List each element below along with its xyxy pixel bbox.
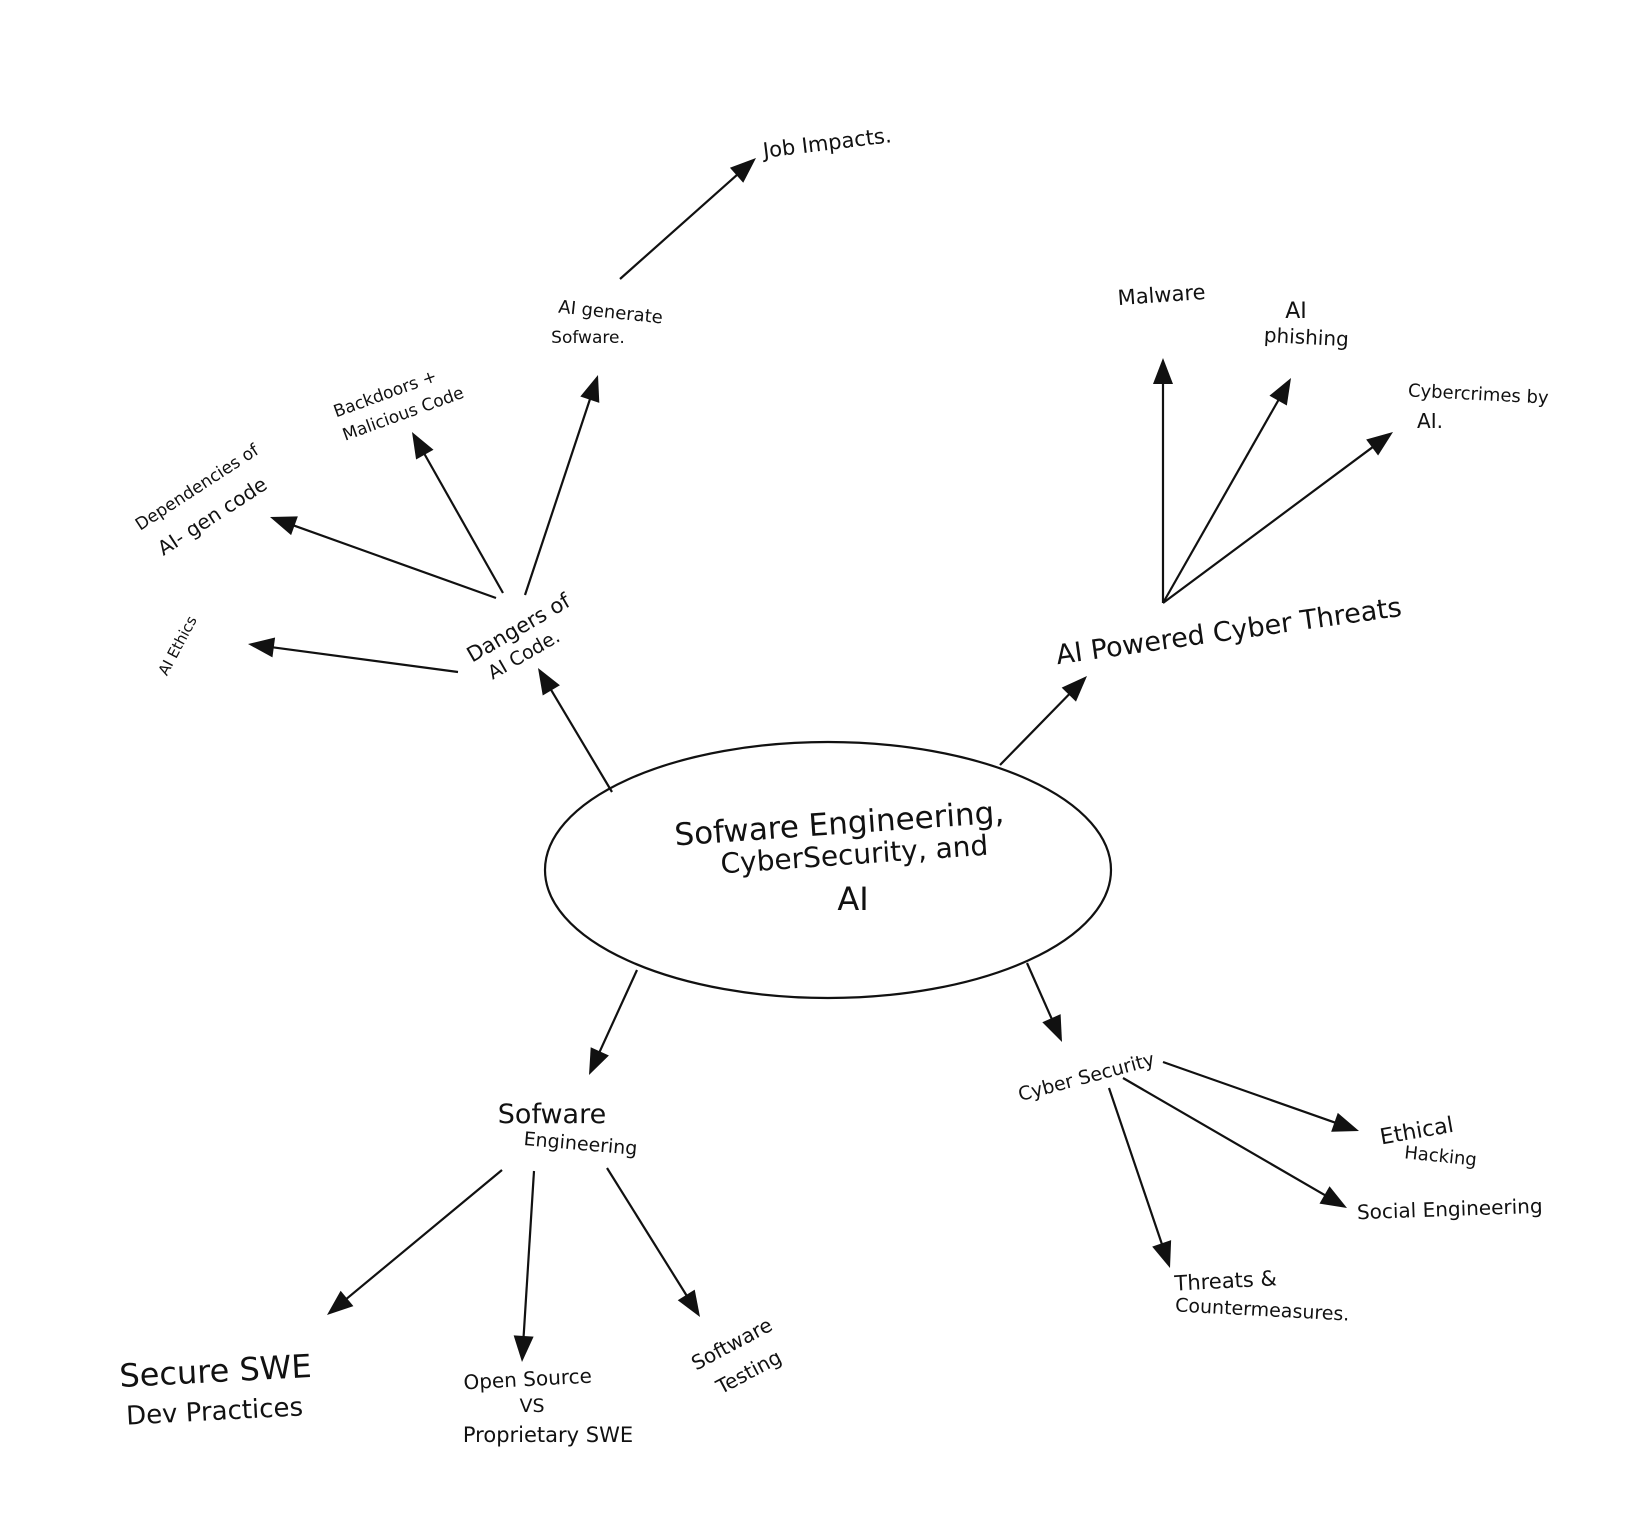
leaf-open-source-line1: Open Source [463,1364,593,1395]
leaf-social-engineering: Social Engineering [1357,1194,1543,1224]
arrow-threats-to-ai-phishing-line [1162,398,1281,604]
arrow-dangers-to-ai-generate-line [523,397,592,596]
arrow-cyber-to-ethical-hacking-line [1162,1060,1337,1125]
arrow-center-to-ai-threats-head [1061,676,1087,702]
arrow-cyber-to-ethical-hacking-head [1331,1112,1359,1132]
arrow-cyber-to-threats-head [1152,1240,1172,1268]
center-title-line3: AI [837,880,868,918]
arrow-swe-to-software-testing-head [677,1289,700,1317]
leaf-cybercrimes-line2: AI. [1417,409,1443,433]
leaf-ethical-hacking-line2: Hacking [1403,1142,1478,1170]
leaf-secure-swe-line2: Dev Practices [125,1392,303,1431]
arrow-threats-to-malware-head [1153,358,1173,384]
arrow-center-to-dangers-head [538,668,560,696]
arrow-swe-to-software-testing-line [606,1167,689,1298]
arrow-center-to-swe-head [589,1047,609,1075]
arrow-swe-to-secure-swe-head [327,1290,354,1315]
center-ellipse [543,740,1113,1000]
arrow-swe-to-secure-swe-line [344,1169,503,1301]
arrow-center-to-swe-line [597,969,639,1054]
arrow-center-to-ai-threats-line [999,692,1072,766]
arrow-swe-to-open-source-line [522,1170,536,1339]
arrow-dangers-to-ai-ethics-head [248,637,276,658]
leaf-threats-counter-line1: Threats & [1173,1266,1277,1295]
arrow-ai-generate-to-job-impacts-line [619,173,739,280]
leaf-malware: Malware [1117,280,1206,310]
arrows-group [248,158,1393,1362]
leaf-threats-counter-line2: Countermeasures. [1175,1294,1350,1325]
arrow-center-to-cyber-head [1042,1014,1062,1042]
leaf-cybercrimes-line1: Cybercrimes by [1407,380,1549,408]
arrow-cyber-to-social-engineering-line [1122,1077,1327,1197]
leaf-open-source-line2: VS [519,1395,544,1417]
arrow-dangers-to-ai-ethics-line [271,646,459,674]
arrow-threats-to-ai-phishing-head [1269,378,1291,406]
leaf-ai-ethics: AI Ethics [154,613,200,679]
leaf-secure-swe-line1: Secure SWE [118,1347,312,1395]
leaf-ai-phishing-line2: phishing [1263,323,1349,351]
arrow-swe-to-open-source-head [513,1335,534,1362]
arrow-dangers-to-dependencies-head [270,516,298,536]
arrow-threats-to-cybercrimes-head [1366,432,1393,456]
arrow-center-to-dangers-line [549,688,613,793]
arrow-cyber-to-social-engineering-head [1319,1186,1347,1208]
node-swe-line1: Sofware [498,1099,606,1130]
leaf-job-impacts: Job Impacts. [760,123,893,163]
arrow-ai-generate-to-job-impacts-head [729,158,756,183]
arrow-dangers-to-backdoors-head [412,432,434,460]
arrow-dangers-to-backdoors-line [422,452,504,594]
leaf-ai-generate-line2: Sofware. [551,328,625,348]
leaf-ai-generate-line1: AI generate [557,297,664,329]
arrow-dangers-to-ai-generate-head [580,375,600,403]
leaf-open-source-line3: Proprietary SWE [463,1423,633,1447]
arrow-cyber-to-threats-line [1107,1087,1164,1246]
node-swe-line2: Engineering [523,1128,638,1160]
node-ai-threats: AI Powered Cyber Threats [1054,592,1404,671]
arrow-dangers-to-dependencies-line [292,524,497,600]
leaf-ai-phishing-line1: AI [1285,299,1307,324]
node-cyber: Cyber Security [1016,1048,1157,1106]
arrow-threats-to-cybercrimes-line [1162,445,1375,604]
arrow-center-to-cyber-line [1025,962,1054,1021]
